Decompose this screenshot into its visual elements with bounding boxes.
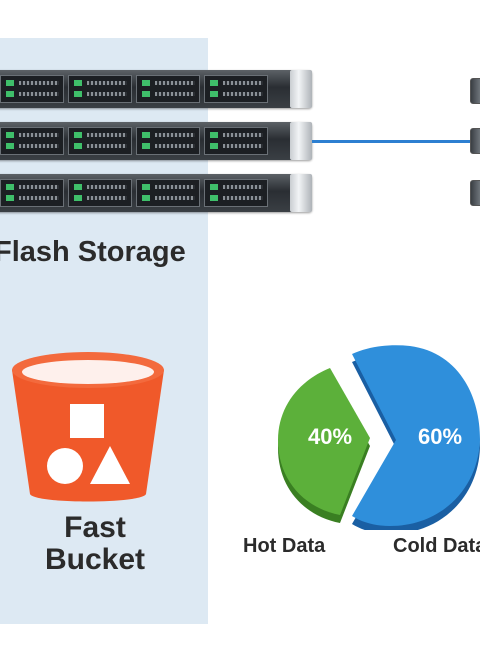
circle-shape	[47, 448, 83, 484]
drive-bay	[204, 179, 268, 207]
drive-bay	[0, 75, 64, 103]
drive-bay	[136, 127, 200, 155]
drive-bay	[136, 179, 200, 207]
drive-bay	[204, 75, 268, 103]
cold-percent: 60%	[418, 424, 462, 449]
bucket-label-line1: Fast	[64, 511, 126, 544]
remote-device-icon	[470, 78, 480, 104]
drive-bay	[0, 179, 64, 207]
drive-bay	[0, 127, 64, 155]
server-rack-2	[0, 122, 312, 160]
hot-data-label: Hot Data	[243, 535, 326, 557]
bucket-label-line2: Bucket	[44, 543, 146, 576]
drive-bay	[68, 127, 132, 155]
rack-ear	[290, 122, 312, 160]
hot-percent: 40%	[308, 424, 352, 449]
cold-data-label: Cold Data	[393, 535, 480, 557]
drive-bay	[68, 179, 132, 207]
server-rack-1	[0, 70, 312, 108]
remote-device-icon	[470, 180, 480, 206]
hot-slice	[278, 368, 370, 515]
connection-line	[312, 140, 472, 143]
triangle-shape	[90, 446, 130, 484]
flash-storage-label: Flash Storage	[0, 236, 186, 268]
server-rack-3	[0, 174, 312, 212]
drive-bay	[68, 75, 132, 103]
rack-ear	[290, 70, 312, 108]
remote-device-icon	[470, 128, 480, 154]
drive-bay	[136, 75, 200, 103]
square-shape	[70, 404, 104, 438]
cold-slice	[352, 345, 480, 526]
rack-ear	[290, 174, 312, 212]
data-temperature-pie: 40% 60%	[278, 345, 480, 530]
drive-bay	[204, 127, 268, 155]
bucket-icon	[12, 352, 164, 502]
fast-bucket-label: Fast Bucket	[20, 512, 170, 576]
